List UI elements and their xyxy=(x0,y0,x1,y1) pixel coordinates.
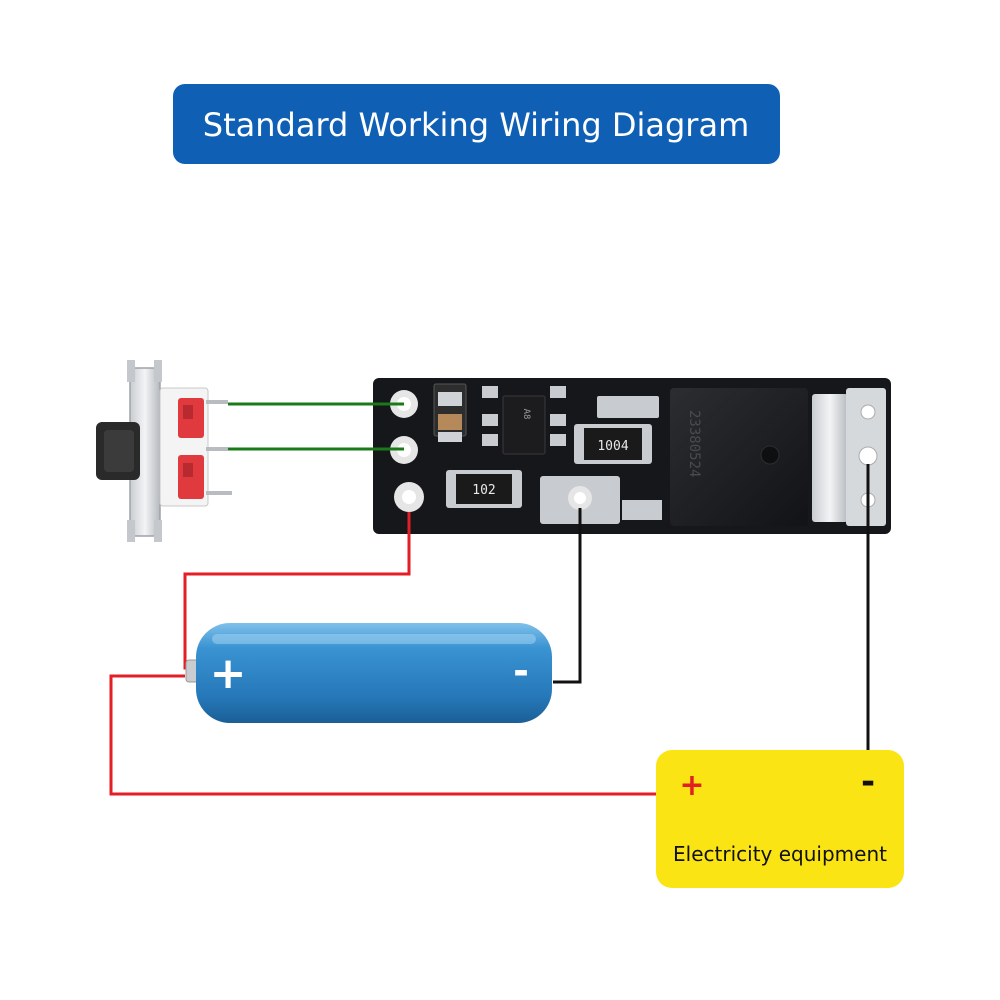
mosfet-marking: 23380524 xyxy=(686,410,702,477)
wire-battery-negative xyxy=(553,508,582,684)
battery-negative-symbol: - xyxy=(513,649,529,693)
output-tab xyxy=(812,394,848,522)
wire-battery-positive-to-equipment xyxy=(109,674,656,796)
battery-icon: + - xyxy=(185,623,552,723)
resistor-1004-label: 1004 xyxy=(597,439,628,454)
title-banner: Standard Working Wiring Diagram xyxy=(173,84,780,164)
battery-body xyxy=(196,623,552,723)
resistor-102-label: 102 xyxy=(472,483,495,498)
battery-positive-symbol: + xyxy=(210,648,247,699)
ic-chip xyxy=(502,395,546,455)
title-banner-bg xyxy=(173,84,780,164)
ic-marking: A8 xyxy=(521,409,531,420)
resistor-102 xyxy=(456,474,512,504)
page-title: Standard Working Wiring Diagram xyxy=(203,106,749,144)
slide-switch-icon xyxy=(96,360,232,542)
resistor-1004 xyxy=(584,428,642,460)
equipment-positive-symbol: + xyxy=(679,768,704,803)
equipment-box-bg xyxy=(656,750,904,888)
pad-equipment-negative xyxy=(858,446,878,466)
equipment-label: Electricity equipment xyxy=(673,842,887,866)
equipment-box: + - Electricity equipment xyxy=(656,750,904,888)
equipment-negative-symbol: - xyxy=(861,762,875,802)
mosfet xyxy=(670,388,808,526)
pcb-module-icon: A8 1004 102 23380524 xyxy=(373,378,891,534)
